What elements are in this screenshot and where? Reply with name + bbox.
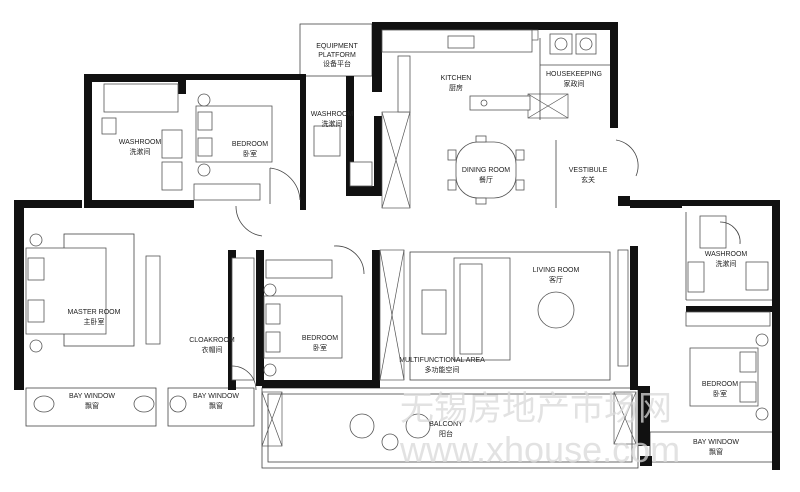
furniture	[25, 29, 771, 451]
washroom-left-cn: 洗漱间	[130, 147, 151, 156]
housekeeping-label: HOUSEKEEPING	[546, 71, 602, 78]
bay-window-2-label: BAY WINDOW	[193, 393, 239, 400]
doors	[231, 139, 741, 391]
kitchen-label: KITCHEN	[441, 75, 472, 82]
washroom-right-label: WASHROOM	[705, 251, 748, 258]
bay-window-3-cn: 飘窗	[709, 447, 723, 456]
equipment-platform-label: EQUIPMENT	[316, 43, 358, 50]
watermark-url: www.xhouse.com	[399, 429, 680, 470]
living-room-label: LIVING ROOM	[533, 267, 580, 274]
balcony-label: BALCONY	[429, 421, 463, 428]
master-room-label: MASTER ROOM	[68, 309, 121, 316]
bedroom-right-cn: 卧室	[713, 389, 727, 398]
bay-window-1-cn: 飘窗	[85, 401, 99, 410]
equipment-platform-label-2: PLATFORM	[318, 52, 356, 59]
housekeeping-cn: 家政间	[564, 79, 585, 88]
cloakroom-cn: 衣帽间	[202, 345, 223, 354]
walls	[14, 22, 780, 470]
bedroom-top-label: BEDROOM	[232, 141, 268, 148]
multifunctional-area-label: MULTIFUNCTIONAL AREA	[399, 357, 485, 364]
room-labels: EQUIPMENT PLATFORM 设备平台 KITCHEN 厨房 HOUSE…	[68, 43, 748, 456]
watermark: 无锡房地产市场网 www.xhouse.com	[399, 389, 680, 470]
washroom-right-cn: 洗漱间	[716, 259, 737, 268]
cloakroom-label: CLOAKROOM	[189, 337, 235, 344]
living-room-cn: 客厅	[549, 275, 563, 284]
washroom-left-label: WASHROOM	[119, 139, 162, 146]
bedroom-mid-label: BEDROOM	[302, 335, 338, 342]
bedroom-right-label: BEDROOM	[702, 381, 738, 388]
multifunctional-area-cn: 多功能空间	[425, 365, 460, 374]
bay-window-1-label: BAY WINDOW	[69, 393, 115, 400]
washroom-mid-label: WASHROOM	[311, 111, 354, 118]
balcony-cn: 阳台	[439, 429, 453, 438]
master-room-cn: 主卧室	[84, 317, 105, 326]
vestibule-cn: 玄关	[581, 175, 595, 184]
equipment-platform-cn: 设备平台	[323, 59, 351, 68]
bedroom-mid-cn: 卧室	[313, 343, 327, 352]
kitchen-cn: 厨房	[449, 83, 463, 92]
bay-window-2-cn: 飘窗	[209, 401, 223, 410]
washroom-mid-cn: 洗漱间	[322, 119, 343, 128]
hatched-shafts	[261, 29, 637, 447]
watermark-cn: 无锡房地产市场网	[400, 389, 672, 429]
dining-room-cn: 餐厅	[479, 175, 493, 184]
vestibule-label: VESTIBULE	[569, 167, 608, 174]
bedroom-top-cn: 卧室	[243, 149, 257, 158]
dining-room-label: DINING ROOM	[462, 167, 510, 174]
bay-window-3-label: BAY WINDOW	[693, 439, 739, 446]
